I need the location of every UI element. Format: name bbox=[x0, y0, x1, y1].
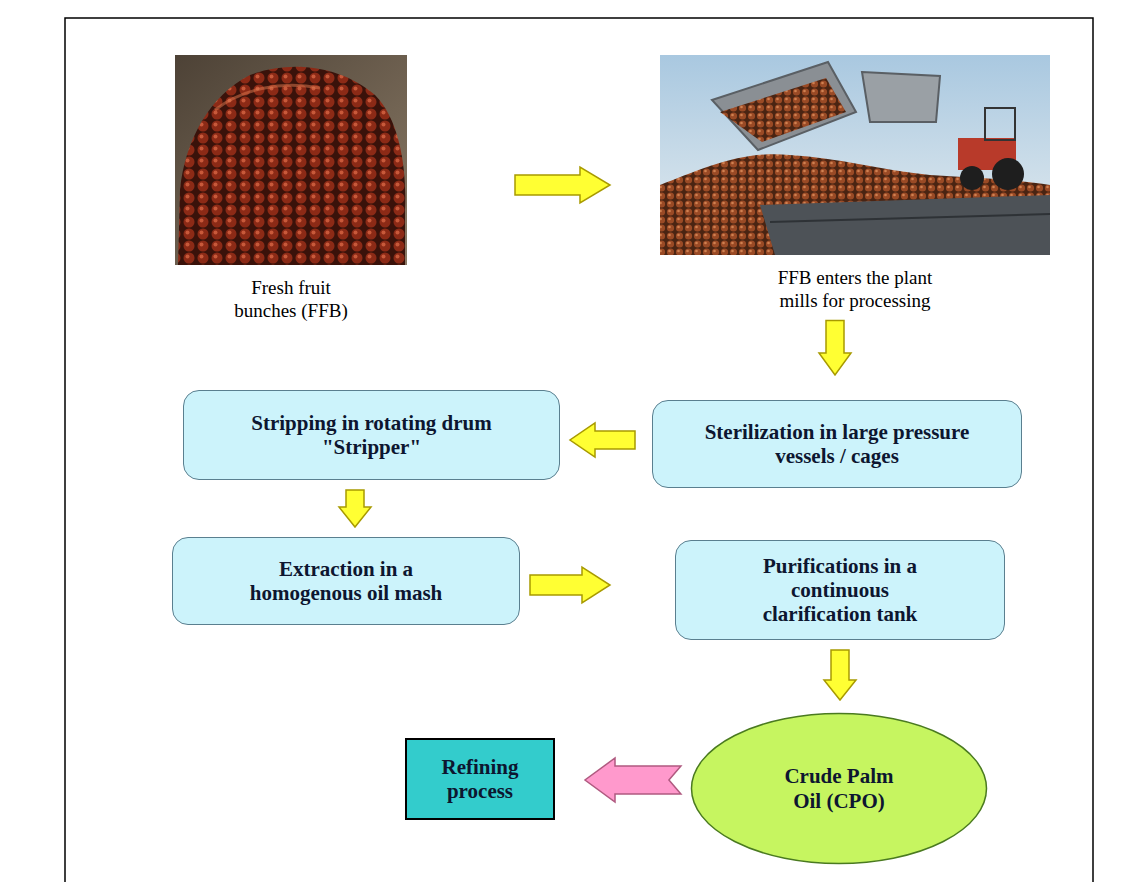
process-box: Extraction in a homogenous oil mash bbox=[172, 537, 520, 625]
photo-node: FFB enters the plant mills for processin… bbox=[660, 55, 1050, 313]
block-arrow bbox=[570, 423, 635, 457]
photo-node: Fresh fruit bunches (FFB) bbox=[175, 55, 407, 323]
output-box: Refining process bbox=[405, 738, 555, 820]
photo-area bbox=[175, 55, 407, 265]
fresh-fruit-photo bbox=[175, 55, 407, 265]
node-label: Purifications in a continuous clarificat… bbox=[740, 554, 940, 626]
process-box: Stripping in rotating drum "Stripper" bbox=[183, 390, 560, 480]
second-trailer bbox=[862, 72, 940, 122]
photo-caption: Fresh fruit bunches (FFB) bbox=[231, 277, 351, 323]
frame-border bbox=[65, 18, 1093, 882]
tractor-cab bbox=[985, 108, 1015, 140]
tipping-trailer bbox=[712, 62, 856, 150]
node-label: Extraction in a homogenous oil mash bbox=[231, 557, 461, 605]
node-label: Crude Palm Oil (CPO) bbox=[779, 764, 899, 812]
process-box: Sterilization in large pressure vessels … bbox=[652, 400, 1022, 488]
block-arrow bbox=[819, 321, 851, 375]
mill-photo bbox=[660, 55, 1050, 255]
node-label: Sterilization in large pressure vessels … bbox=[692, 420, 982, 468]
photo-caption: FFB enters the plant mills for processin… bbox=[760, 267, 950, 313]
block-arrow bbox=[824, 650, 856, 700]
fruit-highlight bbox=[215, 85, 320, 110]
falling-fruit bbox=[720, 78, 846, 142]
fruit-bunch bbox=[178, 67, 405, 265]
foreground-trailer bbox=[760, 195, 1050, 255]
node-label: Refining process bbox=[425, 755, 535, 803]
tractor-wheel bbox=[992, 158, 1024, 190]
block-arrow bbox=[530, 567, 610, 603]
photo-sky bbox=[660, 55, 1050, 255]
photo-area bbox=[660, 55, 1050, 255]
tractor-wheel bbox=[960, 166, 984, 190]
block-arrow bbox=[585, 758, 681, 802]
block-arrow bbox=[515, 167, 610, 203]
page-frame bbox=[65, 18, 1093, 882]
node-label: Stripping in rotating drum "Stripper" bbox=[247, 411, 497, 459]
photo-background bbox=[175, 55, 407, 265]
trailer-rib bbox=[770, 214, 1050, 222]
ellipse-shape bbox=[692, 714, 987, 864]
process-box: Purifications in a continuous clarificat… bbox=[675, 540, 1005, 640]
block-arrow bbox=[339, 490, 371, 527]
product-ellipse: Crude Palm Oil (CPO) bbox=[690, 712, 988, 865]
